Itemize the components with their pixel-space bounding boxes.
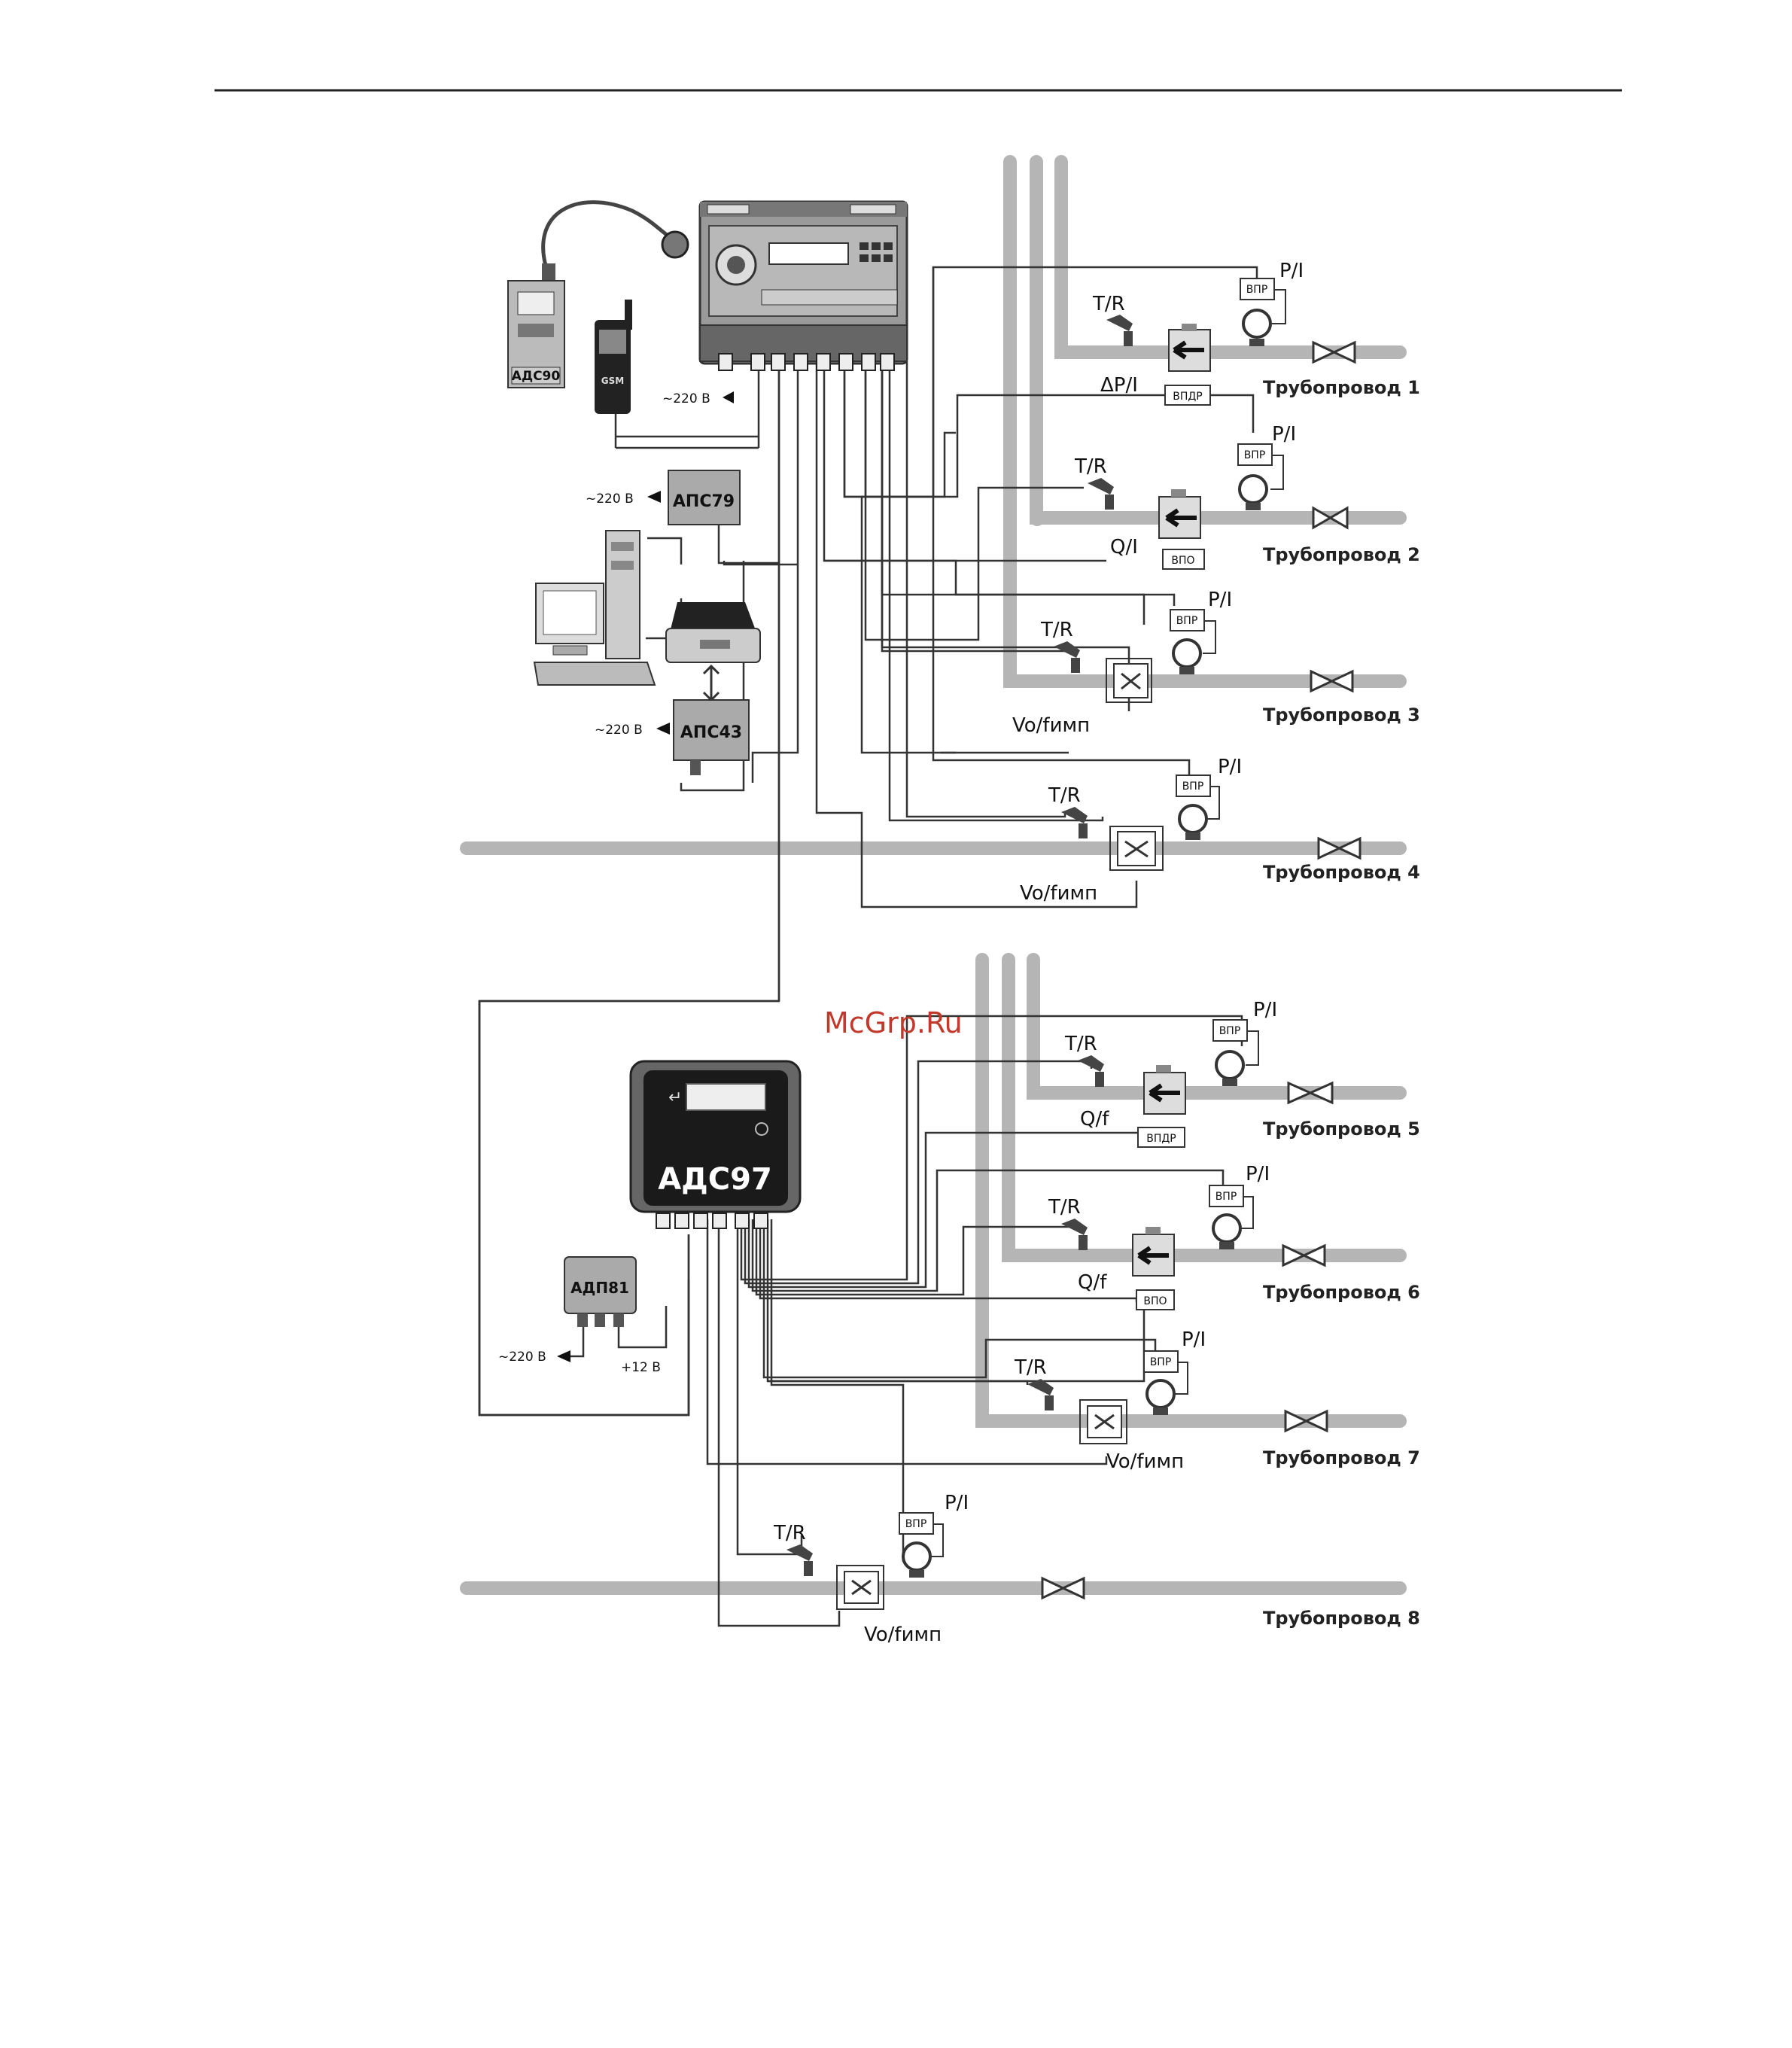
ads97-link — [478, 1000, 779, 1417]
p4-tr-label: T/R — [1048, 784, 1081, 807]
aps43-device: АПС43 ~220 В — [595, 699, 750, 775]
p3-pi-label: P/I — [1208, 589, 1232, 611]
printer — [665, 602, 761, 702]
ads90-device: АДС90 — [507, 200, 689, 388]
adp81-device: АДП81 ~220 В +12 В — [498, 1256, 668, 1375]
ads97-label: АДС97 — [658, 1162, 772, 1197]
p1-pi-label: P/I — [1279, 260, 1304, 282]
pipeline-1-label: Трубопровод 1 — [1263, 377, 1420, 398]
power-arrow-controller — [723, 391, 734, 403]
p6-qf-label: Q/f — [1078, 1271, 1107, 1294]
pipeline-3-sensors: T/R Vo/fимп ВПР P/I Трубопровод 3 — [1012, 589, 1420, 737]
adp81-label: АДП81 — [570, 1279, 629, 1297]
p2-qi-label: Q/I — [1110, 536, 1138, 558]
p8-pi-label: P/I — [945, 1492, 969, 1514]
power-label-aps79: ~220 В — [586, 491, 634, 507]
p4-vpr-box: ВПР — [1182, 781, 1204, 793]
p6-pi-label: P/I — [1246, 1163, 1270, 1185]
p2-pi-label: P/I — [1272, 423, 1296, 446]
p5-qf-label: Q/f — [1080, 1108, 1109, 1131]
p5-tr-label: T/R — [1064, 1033, 1097, 1055]
p7-pi-label: P/I — [1182, 1328, 1206, 1351]
p1-tr-label: T/R — [1092, 293, 1125, 315]
gsm-phone: GSM — [595, 300, 632, 414]
power-label-12v: +12 В — [621, 1360, 661, 1375]
pipeline-4-label: Трубопровод 4 — [1263, 862, 1420, 883]
pipeline-5-label: Трубопровод 5 — [1263, 1118, 1420, 1140]
ads97-controller: ↵ АДС97 — [629, 1060, 802, 1229]
pipeline-6-label: Трубопровод 6 — [1263, 1282, 1420, 1303]
p2-vpr-box: ВПР — [1244, 449, 1266, 461]
p3-tr-label: T/R — [1040, 619, 1073, 641]
pipeline-8-label: Трубопровод 8 — [1263, 1608, 1420, 1629]
p2-vpo-box: ВПО — [1171, 555, 1194, 567]
computer — [533, 530, 656, 686]
p8-vo-label: Vo/fимп — [864, 1623, 942, 1646]
pipeline-1-sensors: T/R ΔP/I ВПДР ВПР P/I Трубопровод 1 — [1092, 260, 1420, 406]
power-label-controller: ~220 В — [662, 391, 710, 406]
p7-vo-label: Vo/fимп — [1106, 1450, 1184, 1473]
pipeline-7-label: Трубопровод 7 — [1263, 1447, 1420, 1468]
p3-vo-label: Vo/fимп — [1012, 714, 1090, 737]
pipeline-3-label: Трубопровод 3 — [1263, 704, 1420, 726]
pipeline-4-sensors: T/R Vo/fимп ВПР P/I Трубопровод 4 — [1020, 756, 1420, 905]
ads90-label: АДС90 — [512, 369, 561, 384]
p5-pi-label: P/I — [1253, 999, 1277, 1021]
p8-tr-label: T/R — [773, 1522, 806, 1544]
pipeline-7-sensors: T/R Vo/fимп ВПР P/I Трубопровод 7 — [1014, 1328, 1420, 1473]
lower-pipes — [460, 953, 1407, 1595]
pipeline-8-sensors: T/R Vo/fимп ВПР P/I Трубопровод 8 — [773, 1492, 1420, 1646]
p2-tr-label: T/R — [1074, 455, 1107, 478]
power-label-adp81: ~220 В — [498, 1350, 546, 1365]
aps43-label: АПС43 — [680, 723, 742, 742]
power-label-aps43: ~220 В — [595, 723, 643, 738]
valves — [1041, 340, 1361, 1600]
p1-dpi-label: ΔP/I — [1100, 374, 1138, 397]
pipeline-2-sensors: T/R Q/I ВПО ВПР P/I Трубопровод 2 — [1074, 423, 1420, 570]
pipeline-6-sensors: T/R Q/f ВПО ВПР P/I Трубопровод 6 — [1048, 1163, 1420, 1310]
p8-vpr-box: ВПР — [905, 1518, 927, 1530]
p7-vpr-box: ВПР — [1150, 1356, 1172, 1368]
gsm-label: GSM — [601, 376, 624, 386]
pipeline-5-sensors: T/R Q/f ВПДР ВПР P/I Трубопровод 5 — [1064, 999, 1420, 1148]
p1-vpr-box: ВПР — [1246, 284, 1268, 296]
aps79-label: АПС79 — [673, 492, 735, 511]
p6-vpo-box: ВПО — [1143, 1295, 1167, 1307]
aps79-device: АПС79 ~220 В — [586, 470, 741, 525]
p3-vpr-box: ВПР — [1176, 615, 1198, 627]
watermark: McGrp.Ru — [824, 1006, 963, 1039]
p5-vpr-box: ВПР — [1219, 1025, 1241, 1037]
p4-vo-label: Vo/fимп — [1020, 882, 1097, 905]
p4-pi-label: P/I — [1218, 756, 1242, 778]
p6-vpr-box: ВПР — [1215, 1191, 1237, 1203]
p6-tr-label: T/R — [1048, 1196, 1081, 1219]
main-controller — [698, 200, 908, 371]
p5-vpdr-box: ВПДР — [1146, 1133, 1176, 1145]
p7-tr-label: T/R — [1014, 1356, 1047, 1379]
upper-pipes — [460, 155, 1407, 855]
p1-vpdr-box: ВПДР — [1173, 391, 1203, 403]
pipeline-2-label: Трубопровод 2 — [1263, 544, 1420, 565]
svg-text:↵: ↵ — [668, 1088, 682, 1107]
